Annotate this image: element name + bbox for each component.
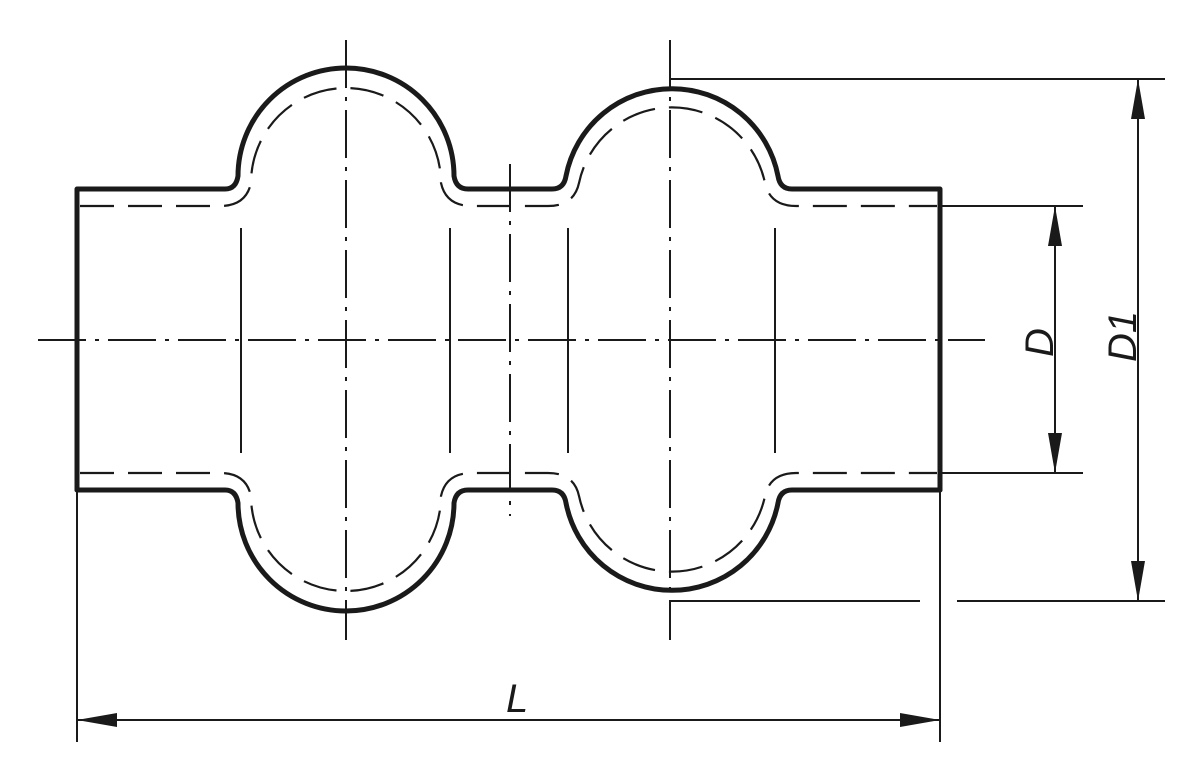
transition-lines xyxy=(240,228,776,453)
outer-contour-bottom xyxy=(74,487,943,614)
dimension-label-l: L xyxy=(506,677,528,721)
dimension-d1: D1 xyxy=(1101,79,1145,601)
arrow-up-icon xyxy=(1048,206,1062,246)
arrow-right-icon xyxy=(900,713,940,727)
inner-wall-bottom xyxy=(80,471,937,593)
arrow-down-icon xyxy=(1048,433,1062,473)
arrow-down-icon xyxy=(1131,561,1145,601)
dimension-label-d: D xyxy=(1018,328,1062,357)
extension-lines xyxy=(76,78,1165,742)
inner-wall-top xyxy=(80,86,937,208)
dimension-l: L xyxy=(77,677,940,727)
arrow-left-icon xyxy=(77,713,117,727)
dimension-d: D xyxy=(1018,206,1062,473)
arrow-up-icon xyxy=(1131,79,1145,119)
dimension-label-d1: D1 xyxy=(1101,311,1145,362)
outer-contour-top xyxy=(74,65,943,493)
